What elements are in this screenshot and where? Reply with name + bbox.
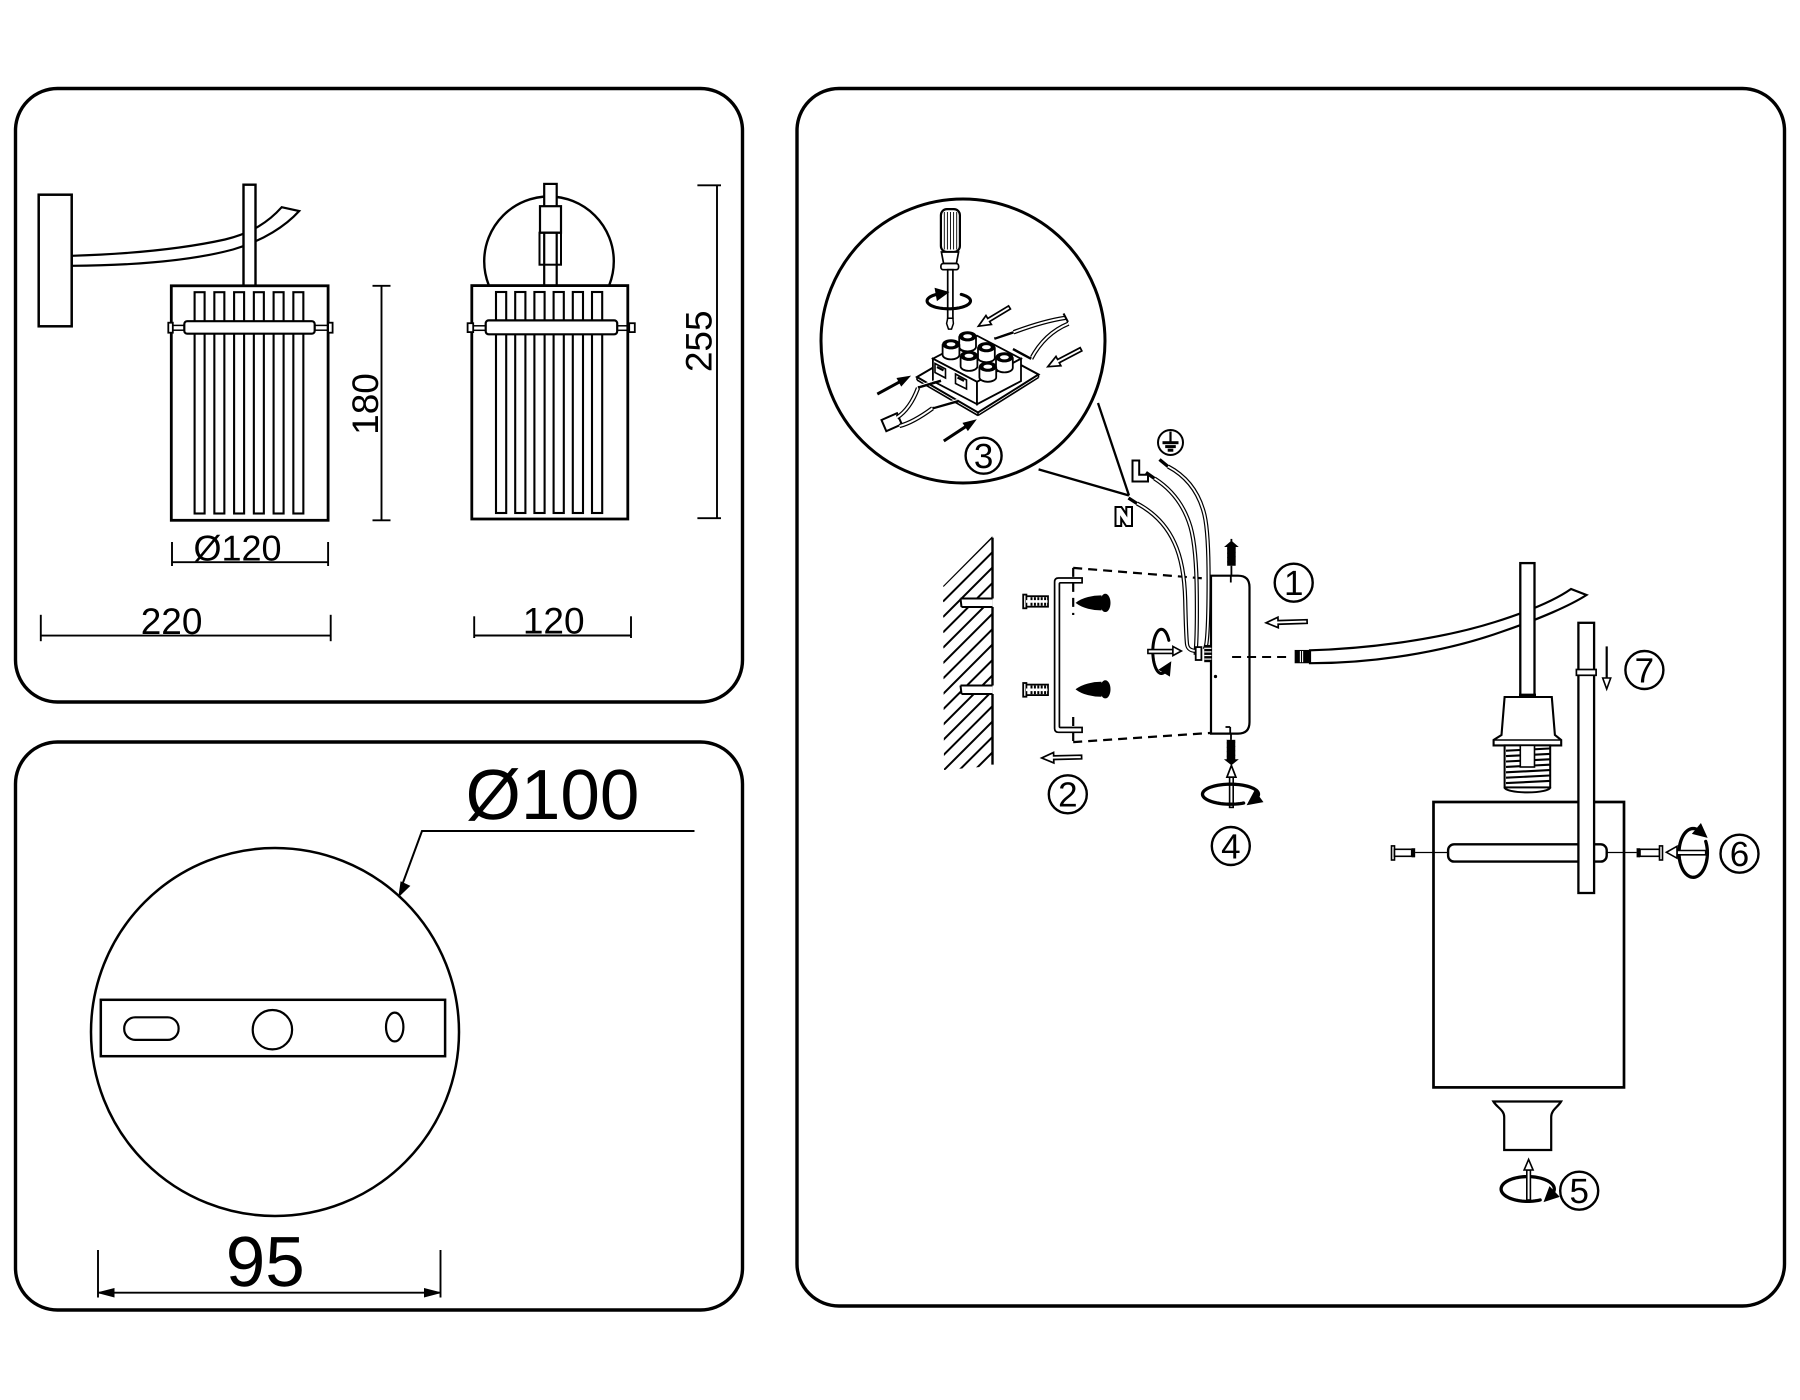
svg-text:220: 220 (141, 601, 203, 642)
svg-text:7: 7 (1635, 651, 1654, 690)
svg-text:180: 180 (345, 373, 386, 435)
svg-text:3: 3 (974, 437, 993, 476)
svg-text:95: 95 (226, 1223, 305, 1302)
svg-text:Ø100: Ø100 (466, 756, 640, 835)
svg-text:255: 255 (678, 310, 719, 372)
svg-text:1: 1 (1284, 564, 1303, 603)
svg-text:6: 6 (1730, 835, 1749, 874)
svg-text:120: 120 (523, 601, 585, 642)
svg-text:2: 2 (1058, 776, 1077, 815)
svg-text:4: 4 (1221, 827, 1240, 866)
svg-text:Ø120: Ø120 (193, 528, 281, 569)
svg-text:5: 5 (1569, 1172, 1588, 1211)
